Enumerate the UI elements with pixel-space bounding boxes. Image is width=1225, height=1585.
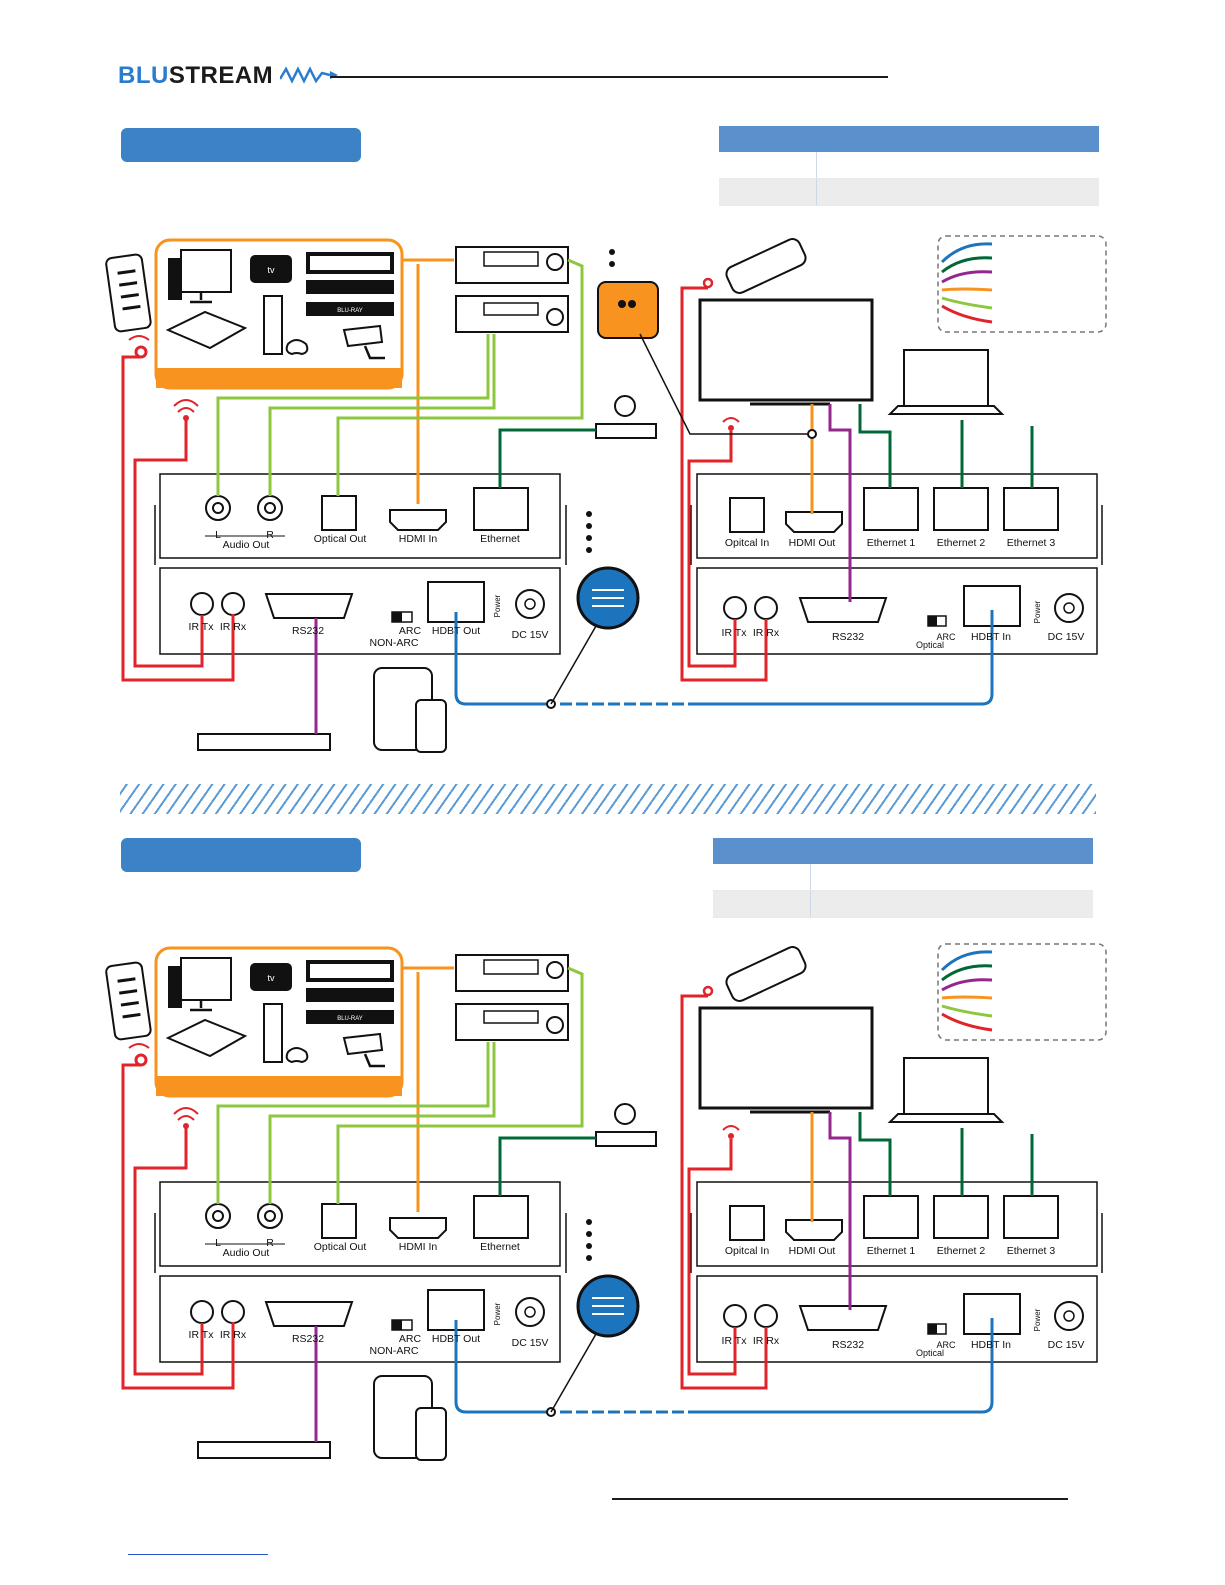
tx-audio-out-label: Audio Out (223, 539, 270, 551)
rx-ethernet-1-label: Ethernet 1 (867, 537, 916, 549)
rx-dc-label: DC 15V (1048, 631, 1085, 643)
tx-hdbt-out-label: HDBT Out (432, 625, 480, 637)
tx-audio-out-label: Audio Out (223, 1247, 270, 1259)
table-row (713, 891, 1093, 918)
tx-ir-rx-label: IR Rx (220, 621, 247, 633)
rx-power-label: Power (1033, 600, 1042, 623)
rx-optical-label: Optical (916, 1348, 944, 1358)
section-1-table (719, 126, 1099, 206)
bluray-label: BLU-RAY (337, 308, 363, 314)
rx-ethernet-3-label: Ethernet 3 (1007, 537, 1056, 549)
table-row (713, 864, 1093, 891)
rx-hdbt-in-label: HDBT In (971, 631, 1011, 643)
rx-power-label: Power (1033, 1308, 1042, 1331)
rx-ir-tx-label: IR Tx (722, 627, 748, 639)
tx-non-arc-label: NON-ARC (370, 1345, 419, 1357)
section-2-table (713, 838, 1093, 918)
section-2-tag (121, 838, 361, 872)
tx-power-label: Power (493, 1302, 502, 1325)
tx-dc-label: DC 15V (512, 629, 549, 641)
tx-audio-right-label: R (266, 529, 274, 541)
rx-arc-label: ARC (936, 632, 956, 642)
rx-optical-label: Optical (916, 640, 944, 650)
rx-rs232-label: RS232 (832, 1339, 864, 1351)
diagram-1 (103, 234, 1108, 754)
rx-ir-rx-label: IR Rx (753, 627, 780, 639)
tx-hdmi-in-label: HDMI In (399, 1241, 438, 1253)
tx-rs232-label: RS232 (292, 1333, 324, 1345)
tx-ethernet-label: Ethernet (480, 1241, 520, 1253)
rx-ir-tx-label: IR Tx (722, 1335, 748, 1347)
tx-optical-out-label: Optical Out (314, 1241, 367, 1253)
rx-hdmi-out-label: HDMI Out (789, 1245, 836, 1257)
rx-optical-in-label: Opitcal In (725, 537, 770, 549)
rx-ir-rx-label: IR Rx (753, 1335, 780, 1347)
brand-logo: BLUSTREAM (118, 62, 342, 90)
tx-ir-tx-label: IR Tx (189, 621, 215, 633)
tx-power-label: Power (493, 594, 502, 617)
rx-arc-label: ARC (936, 1340, 956, 1350)
table-row (719, 152, 1099, 179)
tx-hdbt-out-label: HDBT Out (432, 1333, 480, 1345)
brand-prefix: BLU (118, 62, 169, 89)
arc-magnifier-icon (597, 281, 659, 339)
tx-ethernet-label: Ethernet (480, 533, 520, 545)
header-rule (330, 76, 888, 78)
rx-ethernet-3-label: Ethernet 3 (1007, 1245, 1056, 1257)
table-row (719, 179, 1099, 206)
atv-label: tv (267, 973, 275, 983)
diagram-2 (103, 942, 1108, 1462)
rx-ethernet-1-label: Ethernet 1 (867, 1245, 916, 1257)
rx-ethernet-2-label: Ethernet 2 (937, 537, 986, 549)
tx-arc-label: ARC (399, 625, 422, 637)
section-divider (120, 784, 1096, 814)
rx-hdmi-out-label: HDMI Out (789, 537, 836, 549)
footer-rule (612, 1498, 1068, 1500)
table-header (713, 838, 1093, 864)
tx-optical-out-label: Optical Out (314, 533, 367, 545)
tx-audio-left-label: L (215, 1237, 221, 1249)
tx-hdmi-in-label: HDMI In (399, 533, 438, 545)
rx-hdbt-in-label: HDBT In (971, 1339, 1011, 1351)
tx-arc-label: ARC (399, 1333, 422, 1345)
tx-audio-right-label: R (266, 1237, 274, 1249)
rx-ethernet-2-label: Ethernet 2 (937, 1245, 986, 1257)
bluray-label: BLU-RAY (337, 1016, 363, 1022)
tx-ir-rx-label: IR Rx (220, 1329, 247, 1341)
footer-link-underline (128, 1554, 268, 1555)
tx-audio-left-label: L (215, 529, 221, 541)
rx-optical-in-label: Opitcal In (725, 1245, 770, 1257)
rx-dc-label: DC 15V (1048, 1339, 1085, 1351)
brand-suffix: STREAM (168, 62, 274, 89)
atv-label: tv (267, 265, 275, 275)
tx-dc-label: DC 15V (512, 1337, 549, 1349)
table-header (719, 126, 1099, 152)
tx-ir-tx-label: IR Tx (189, 1329, 215, 1341)
tx-rs232-label: RS232 (292, 625, 324, 637)
tx-non-arc-label: NON-ARC (370, 637, 419, 649)
section-1-tag (121, 128, 361, 162)
rx-rs232-label: RS232 (832, 631, 864, 643)
